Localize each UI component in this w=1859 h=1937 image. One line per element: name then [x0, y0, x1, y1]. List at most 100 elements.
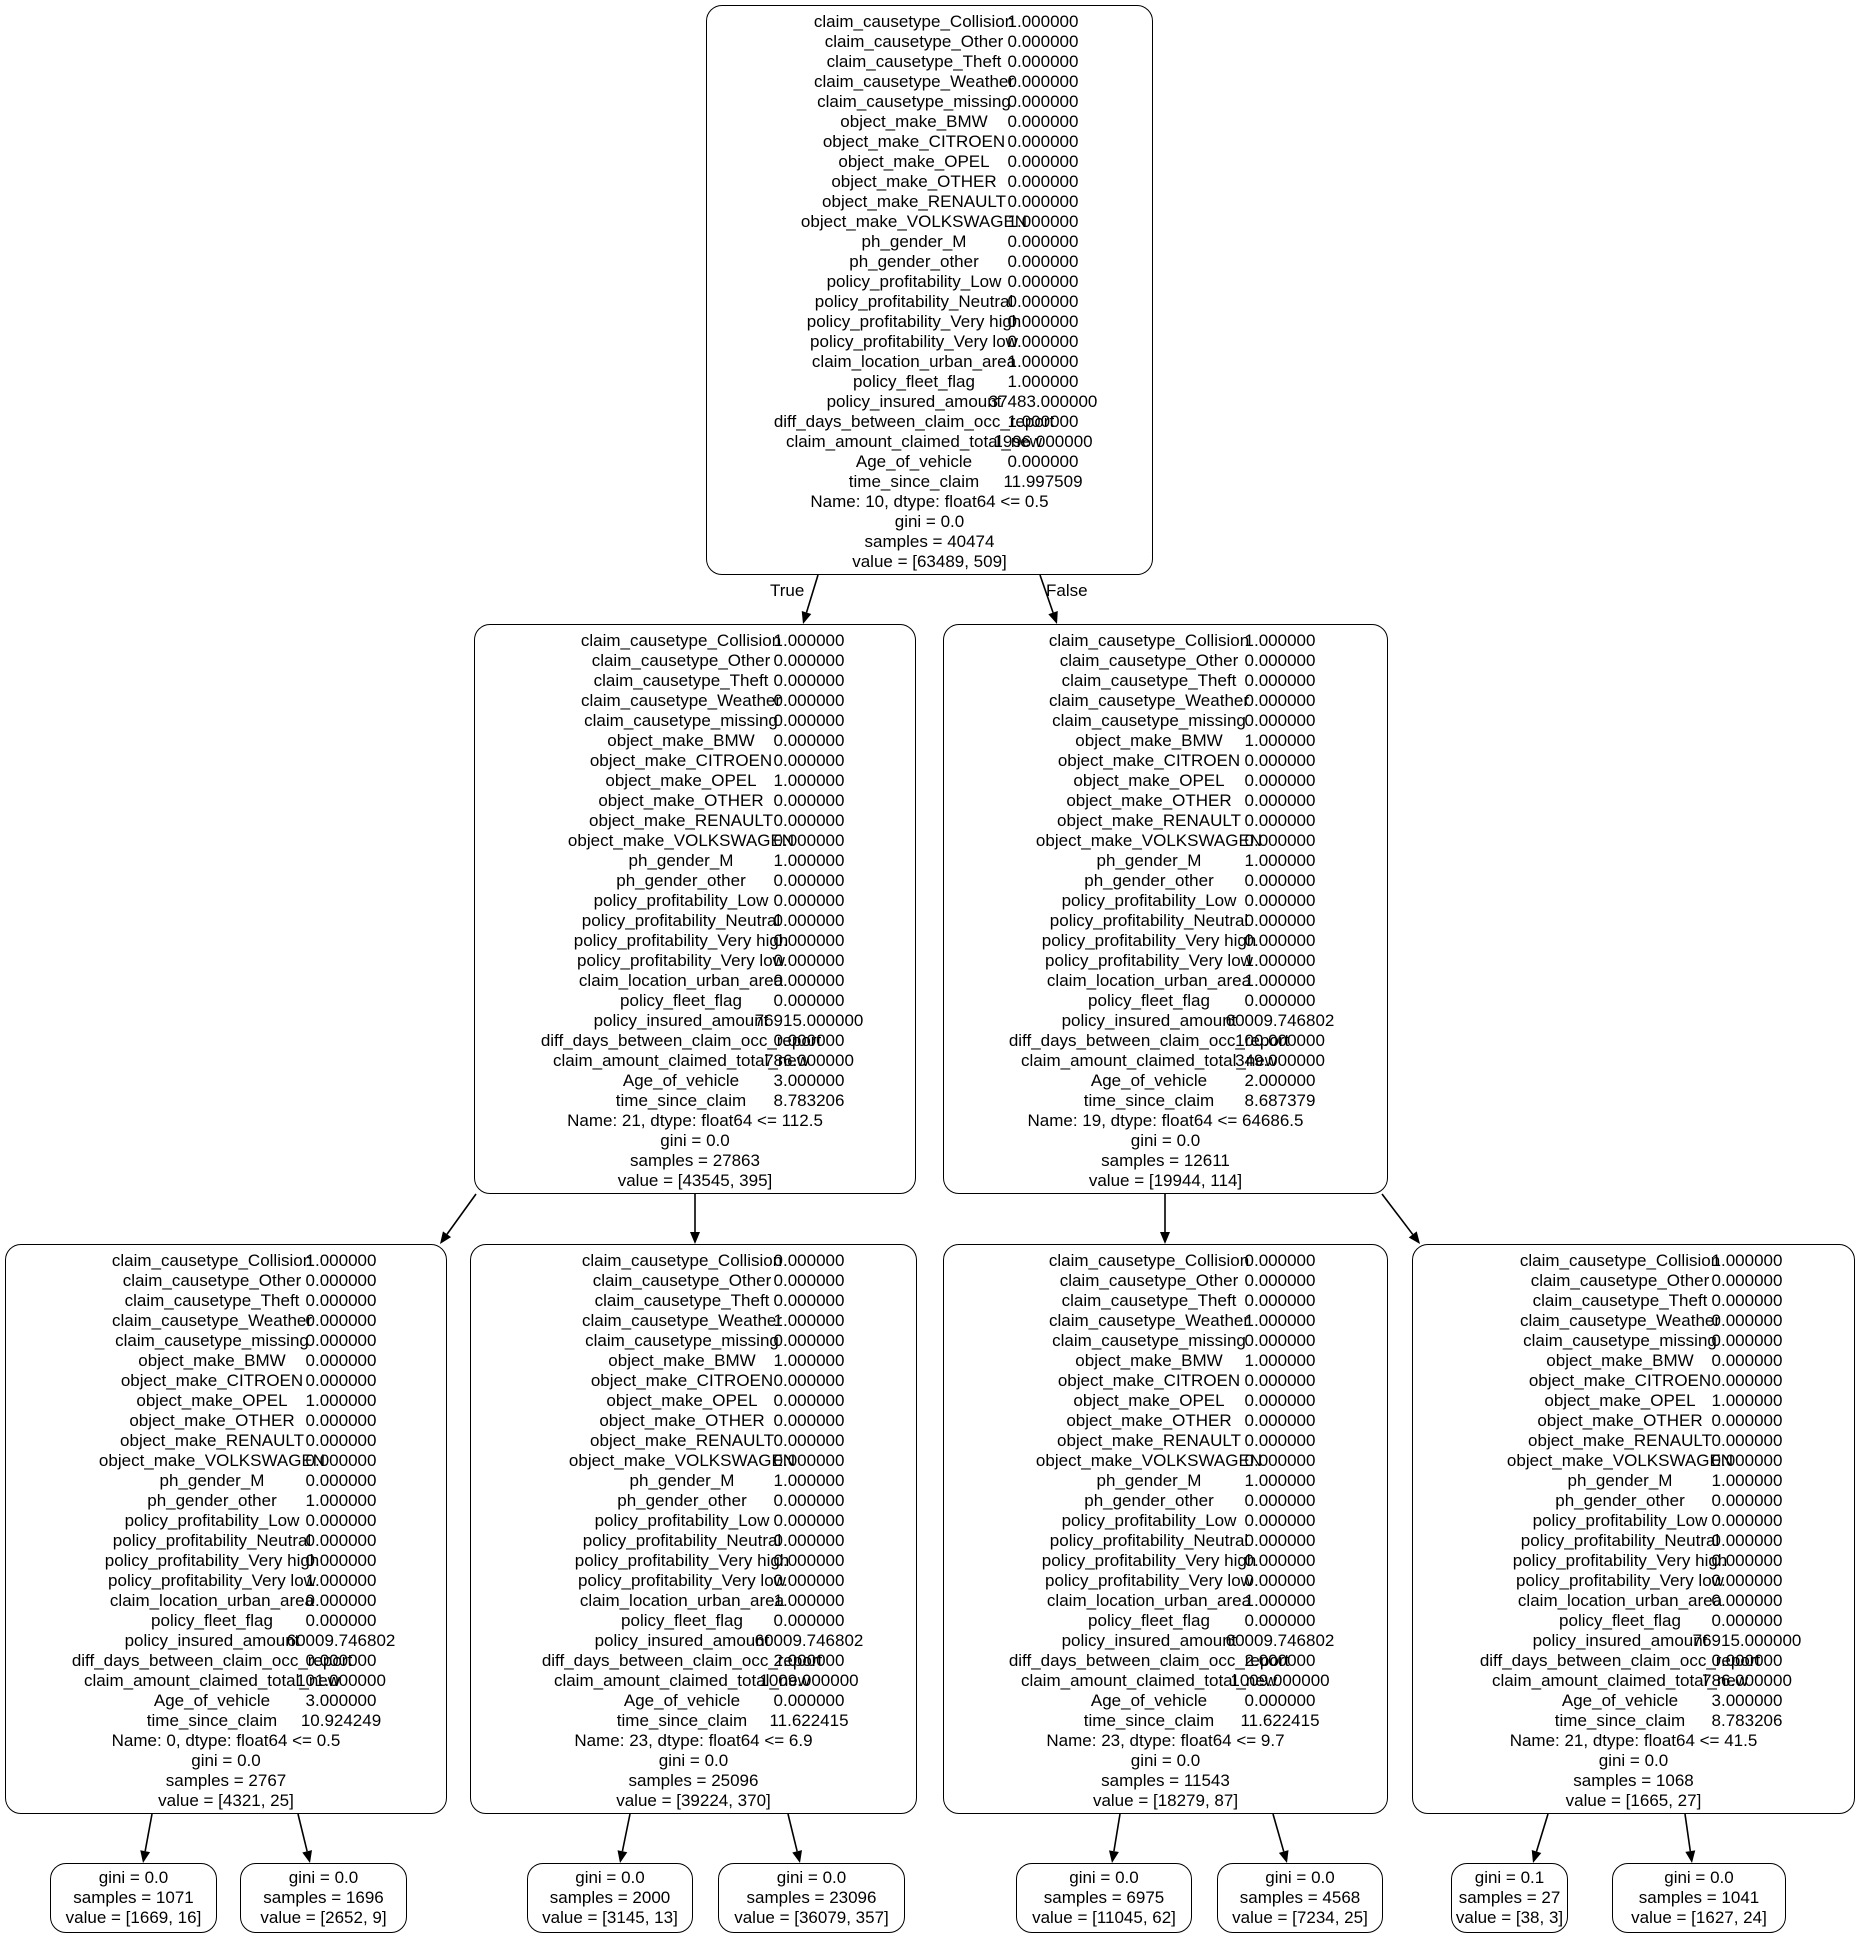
feature-name: policy_profitability_Low — [594, 1511, 770, 1530]
feature-name: object_make_OPEL — [1073, 771, 1225, 790]
feature-name: object_make_OTHER — [1537, 1411, 1703, 1430]
feature-value: 1009.000000 — [1230, 1671, 1330, 1690]
feature-value: 0.000000 — [305, 1311, 377, 1330]
feature-name: diff_days_between_claim_occ_report — [773, 412, 1055, 431]
feature-name: time_since_claim — [1083, 1091, 1215, 1110]
node-samples: samples = 2767 — [165, 1771, 287, 1790]
feature-value: 0.000000 — [773, 651, 845, 670]
feature-name: object_make_RENAULT — [120, 1431, 304, 1450]
feature-value: 2.000000 — [1244, 1651, 1316, 1670]
edge-arrowhead — [1531, 1850, 1542, 1863]
feature-name: claim_causetype_Theft — [593, 671, 769, 690]
feature-name: Age_of_vehicle — [623, 1691, 741, 1710]
feature-name: policy_profitability_Low — [124, 1511, 300, 1530]
feature-name: policy_insured_amount — [826, 392, 1002, 411]
feature-value: 0.000000 — [1711, 1411, 1783, 1430]
feature-name: policy_profitability_Very low — [1045, 951, 1253, 970]
feature-value: 0.000000 — [1007, 292, 1079, 311]
feature-name: claim_causetype_Other — [824, 32, 1004, 51]
feature-name: policy_profitability_Neutral — [1049, 911, 1249, 930]
feature-name: policy_insured_amount — [1532, 1631, 1708, 1650]
node-gini: gini = 0.0 — [1069, 1868, 1139, 1887]
feature-value: 0.000000 — [773, 1271, 845, 1290]
feature-name: claim_causetype_Theft — [124, 1291, 300, 1310]
feature-name: object_make_RENAULT — [590, 1431, 774, 1450]
feature-value: 0.000000 — [773, 751, 845, 770]
feature-value: 0.000000 — [1711, 1351, 1783, 1370]
feature-value: 0.000000 — [1244, 751, 1316, 770]
feature-value: 0.000000 — [1244, 1291, 1316, 1310]
feature-name: ph_gender_other — [616, 871, 746, 890]
feature-value: 0.000000 — [305, 1651, 377, 1670]
feature-name: object_make_BMW — [608, 1351, 756, 1370]
feature-value: 0.000000 — [1007, 72, 1079, 91]
feature-name: claim_causetype_Weather — [1519, 1311, 1721, 1330]
feature-name: policy_profitability_Low — [1061, 891, 1237, 910]
node-samples: samples = 27863 — [630, 1151, 760, 1170]
feature-value: 1.000000 — [773, 1351, 845, 1370]
feature-value: 0.000000 — [773, 731, 845, 750]
feature-value: 0.000000 — [773, 1331, 845, 1350]
feature-value: 10.924249 — [300, 1711, 382, 1730]
feature-value: 8.783206 — [773, 1091, 845, 1110]
feature-name: claim_causetype_Weather — [581, 1311, 783, 1330]
feature-value: 37483.000000 — [988, 392, 1098, 411]
feature-name: policy_profitability_Very high — [104, 1551, 320, 1570]
feature-row: object_make_OTHER 0.000000 — [1413, 1411, 1854, 1431]
feature-name: ph_gender_other — [1555, 1491, 1685, 1510]
feature-name: object_make_VOLKSWAGEN — [98, 1451, 326, 1470]
feature-name: policy_insured_amount — [594, 1631, 770, 1650]
node-samples: samples = 1068 — [1573, 1771, 1694, 1790]
feature-value: 0.000000 — [1711, 1611, 1783, 1630]
feature-value: 0.000000 — [1007, 312, 1079, 331]
edge-arrowhead — [1408, 1231, 1420, 1244]
feature-name: time_since_claim — [615, 1091, 747, 1110]
feature-name: claim_location_urban_area — [1046, 1591, 1252, 1610]
feature-value: 0.000000 — [773, 1551, 845, 1570]
feature-value: 0.000000 — [1711, 1571, 1783, 1590]
feature-value: 1.000000 — [1244, 951, 1316, 970]
feature-value: 76915.000000 — [754, 1011, 864, 1030]
feature-name: claim_causetype_Collision — [1519, 1251, 1721, 1270]
feature-name: policy_fleet_flag — [620, 991, 742, 1010]
feature-name: claim_causetype_missing — [1052, 1331, 1246, 1350]
feature-value: 0.000000 — [305, 1331, 377, 1350]
feature-value: 11.622415 — [1240, 1711, 1320, 1730]
feature-name: object_make_VOLKSWAGEN — [1506, 1451, 1734, 1470]
feature-name: claim_location_urban_area — [579, 1591, 785, 1610]
node-gini: gini = 0.0 — [575, 1868, 645, 1887]
